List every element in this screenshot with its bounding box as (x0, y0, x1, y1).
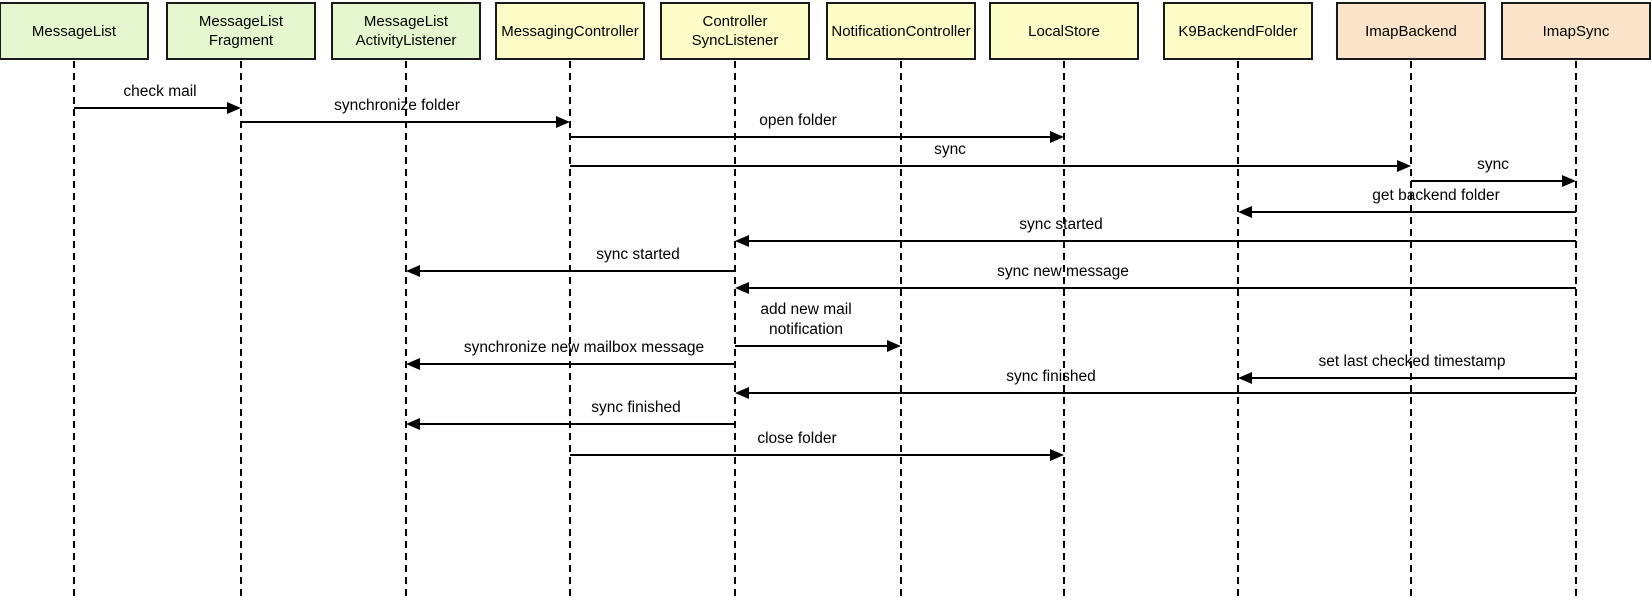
participant-box-imap-sync: ImapSync (1501, 2, 1651, 60)
message-label: sync started (1019, 215, 1103, 235)
lifeline-k9-backend-folder (1237, 61, 1239, 600)
message-label-line: check mail (123, 83, 197, 100)
message-label-line: notification (768, 321, 844, 338)
lifeline-local-store (1063, 61, 1065, 600)
message-arrowhead-left-icon (1238, 206, 1252, 218)
message-label-line: open folder (759, 112, 837, 129)
lifeline-message-list (73, 61, 75, 600)
message-label: sync new message (997, 262, 1129, 282)
message-label-line: sync (934, 141, 966, 158)
message-label-line: sync started (1019, 216, 1103, 233)
participant-box-imap-backend: ImapBackend (1336, 2, 1486, 60)
message-arrow-line (418, 423, 735, 425)
message-arrowhead-left-icon (735, 387, 749, 399)
participant-label: Controller (702, 13, 768, 30)
message-label: set last checked timestamp (1319, 352, 1506, 372)
message-arrowhead-right-icon (1050, 449, 1064, 461)
message-arrow-line (418, 363, 735, 365)
message-label: synchronize folder (334, 96, 460, 116)
participant-box-notification-controller: NotificationController (826, 2, 976, 60)
participant-box-local-store: LocalStore (989, 2, 1139, 60)
message-label-line: sync new message (997, 263, 1129, 280)
message-label-line: get backend folder (1372, 187, 1500, 204)
message-arrow-line (747, 240, 1576, 242)
message-label: sync (934, 140, 966, 160)
message-arrow-line (1250, 211, 1576, 213)
lifeline-imap-sync (1575, 61, 1577, 600)
message-label-line: sync finished (1006, 368, 1096, 385)
message-label: check mail (123, 82, 196, 102)
message-label: sync finished (1006, 367, 1096, 387)
message-arrowhead-right-icon (1562, 175, 1576, 187)
message-label-line: sync (1477, 156, 1509, 173)
message-arrow-line (747, 287, 1576, 289)
participant-box-k9-backend-folder: K9BackendFolder (1163, 2, 1313, 60)
message-label: add new mail notification (760, 300, 851, 340)
message-label: sync finished (591, 398, 681, 418)
participant-box-message-list: MessageList (0, 2, 149, 60)
lifeline-controller-sync-listener (734, 61, 736, 600)
lifeline-notification-controller (900, 61, 902, 600)
message-label-line: sync started (596, 246, 680, 263)
message-arrowhead-left-icon (735, 282, 749, 294)
participant-label: ImapBackend (1365, 22, 1457, 40)
message-label: close folder (757, 429, 836, 449)
message-arrowhead-left-icon (1238, 372, 1252, 384)
participant-label: MessageList (363, 13, 449, 30)
message-arrow-line (1250, 377, 1576, 379)
lifeline-message-list-activity-listener (405, 61, 407, 600)
message-label-line: synchronize folder (334, 97, 460, 114)
message-label: synchronize new mailbox message (464, 338, 704, 358)
participant-box-messaging-controller: MessagingController (495, 2, 645, 60)
participant-label: MessagingController (501, 22, 639, 40)
participant-label: K9BackendFolder (1178, 22, 1298, 40)
message-arrow-line (570, 165, 1399, 167)
participant-label: MessageList (31, 22, 117, 40)
lifeline-message-list-fragment (240, 61, 242, 600)
participant-label: SyncListener (691, 32, 779, 49)
message-label-line: set last checked timestamp (1318, 353, 1506, 370)
message-label-line: add new mail (760, 301, 852, 318)
message-arrowhead-right-icon (227, 102, 241, 114)
message-arrowhead-left-icon (735, 235, 749, 247)
lifeline-imap-backend (1410, 61, 1412, 600)
message-arrow-line (747, 392, 1576, 394)
message-label-line: synchronize new mailbox message (463, 339, 705, 356)
participant-label: Fragment (208, 32, 274, 49)
message-arrowhead-right-icon (1050, 131, 1064, 143)
message-label-line: close folder (757, 430, 837, 447)
message-label-line: sync finished (591, 399, 681, 416)
participant-label: ActivityListener (355, 32, 457, 49)
message-arrow-line (735, 345, 889, 347)
participant-label: MessageList (198, 13, 284, 30)
message-arrow-line (241, 121, 558, 123)
message-arrow-line (570, 454, 1052, 456)
message-arrowhead-left-icon (406, 358, 420, 370)
message-arrow-line (570, 136, 1052, 138)
message-arrowhead-left-icon (406, 265, 420, 277)
message-arrow-line (74, 107, 229, 109)
message-label: open folder (759, 111, 837, 131)
message-arrow-line (1411, 180, 1564, 182)
participant-label: NotificationController (831, 22, 971, 40)
message-label: sync (1477, 155, 1509, 175)
message-label: get backend folder (1372, 186, 1500, 206)
message-arrowhead-left-icon (406, 418, 420, 430)
lifeline-messaging-controller (569, 61, 571, 600)
message-arrowhead-right-icon (556, 116, 570, 128)
message-arrow-line (418, 270, 735, 272)
message-arrowhead-right-icon (1397, 160, 1411, 172)
message-arrowhead-right-icon (887, 340, 901, 352)
participant-label: ImapSync (1542, 22, 1610, 40)
message-label: sync started (596, 245, 680, 265)
participant-label: LocalStore (1028, 22, 1100, 40)
